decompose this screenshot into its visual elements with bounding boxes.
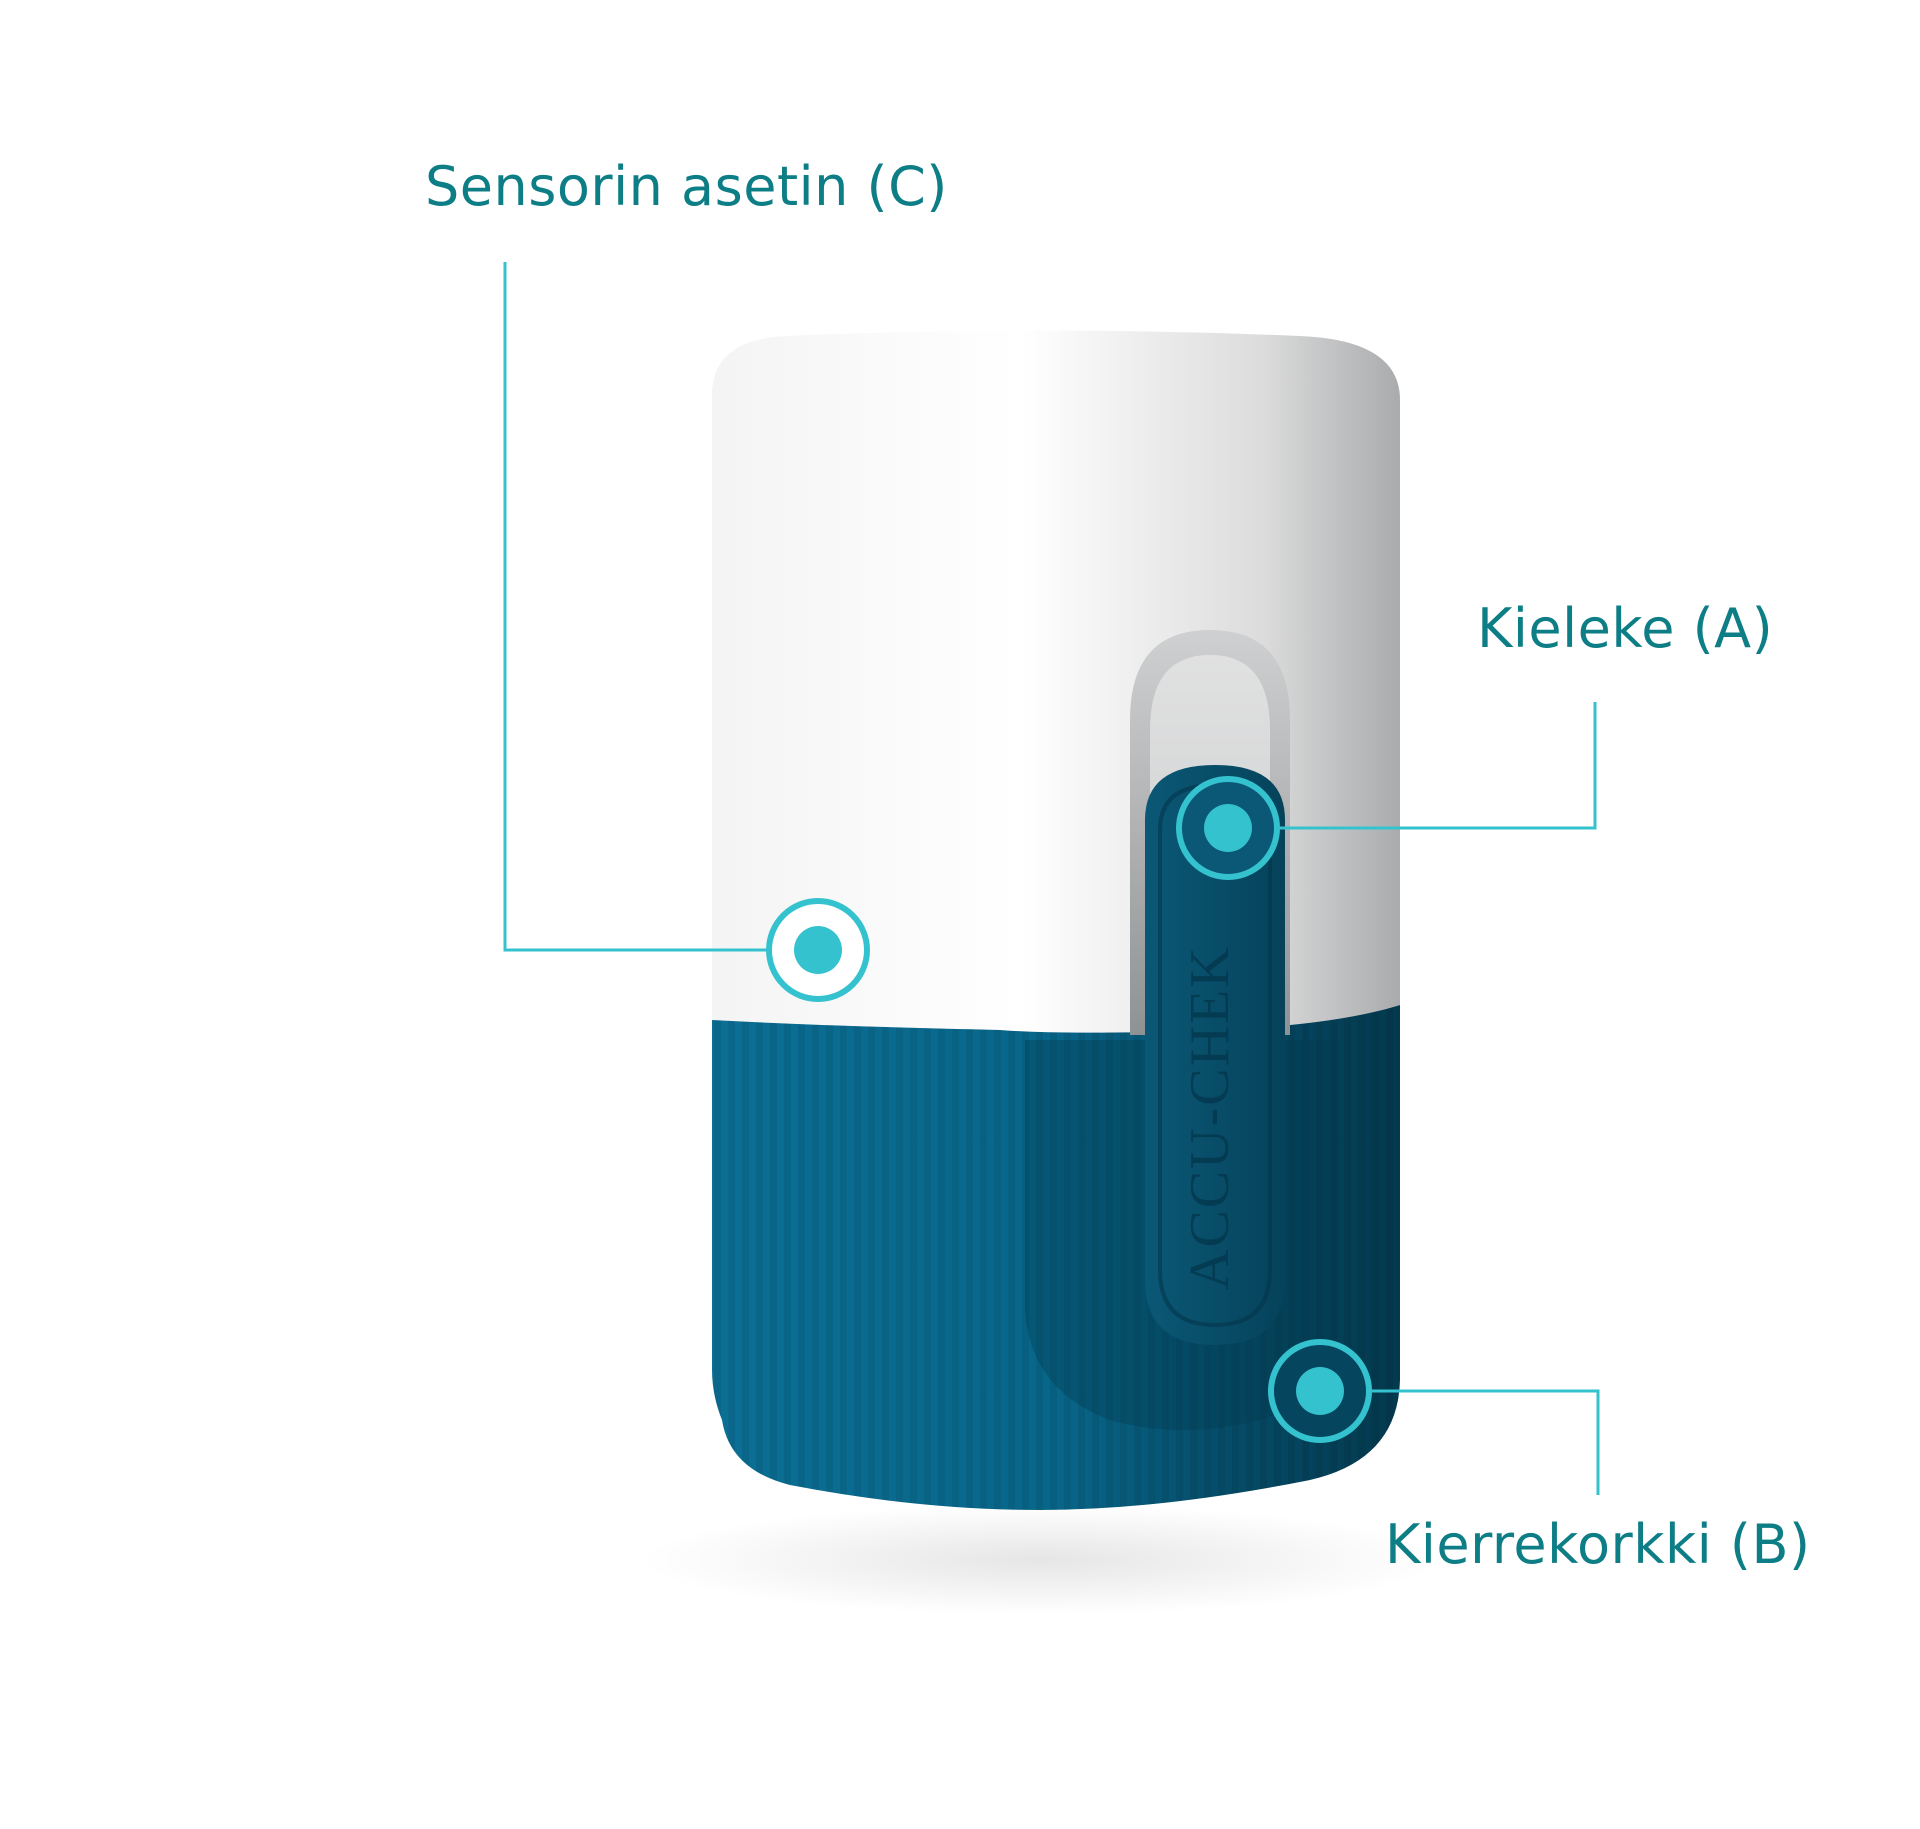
marker-screw-cap xyxy=(1268,1339,1372,1443)
leader-line-screw-cap xyxy=(1370,1389,1600,1495)
marker-tab xyxy=(1176,776,1280,880)
floor-shadow xyxy=(640,1505,1440,1615)
leader-line-sensor-applicator xyxy=(503,262,768,952)
label-tab: Kieleke (A) xyxy=(1477,597,1774,660)
label-screw-cap: Kierrekorkki (B) xyxy=(1385,1513,1811,1576)
brand-embossing: ACCU-CHEK xyxy=(1179,945,1241,1290)
marker-sensor-applicator xyxy=(766,898,870,1002)
leader-line-tab xyxy=(1278,702,1597,830)
tab-handle xyxy=(1145,765,1285,1345)
label-sensor-applicator: Sensorin asetin (C) xyxy=(425,155,948,218)
